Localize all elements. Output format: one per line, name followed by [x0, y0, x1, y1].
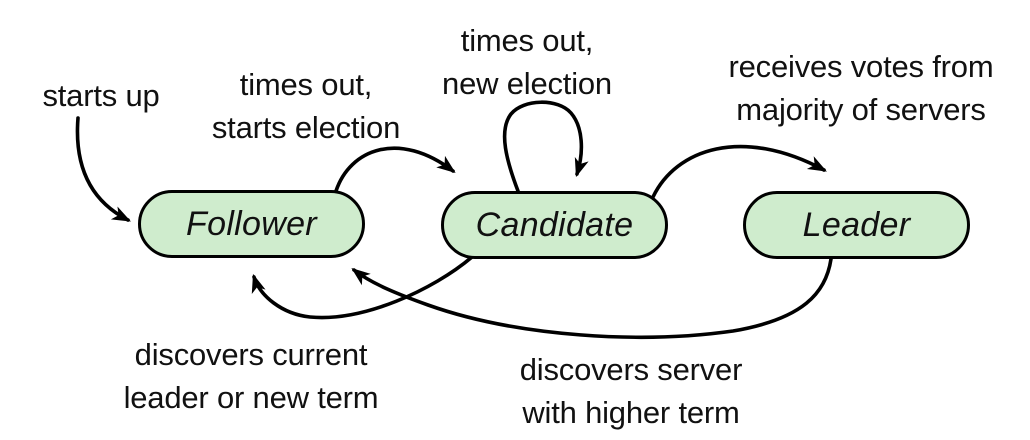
- state-candidate: Candidate: [441, 191, 668, 259]
- label-times-out-new-election: times out, new election: [442, 23, 612, 101]
- state-follower: Follower: [138, 190, 365, 258]
- state-leader: Leader: [743, 191, 970, 259]
- label-receives-votes-majority: receives votes from majority of servers: [728, 49, 994, 127]
- arrow-candidate-to-leader: [651, 144, 827, 199]
- arrow-leader-to-follower: [351, 257, 833, 339]
- arrow-candidate-self-loop: [502, 100, 589, 193]
- arrow-candidate-to-follower: [251, 255, 474, 320]
- arrow-follower-to-candidate: [334, 146, 456, 193]
- arrow-starts-up: [75, 116, 131, 222]
- label-discovers-current-leader: discovers current leader or new term: [123, 337, 379, 415]
- label-times-out-starts-election: times out, starts election: [211, 67, 401, 145]
- label-discovers-server-higher-term: discovers server with higher term: [519, 352, 743, 430]
- label-starts-up: starts up: [42, 78, 160, 113]
